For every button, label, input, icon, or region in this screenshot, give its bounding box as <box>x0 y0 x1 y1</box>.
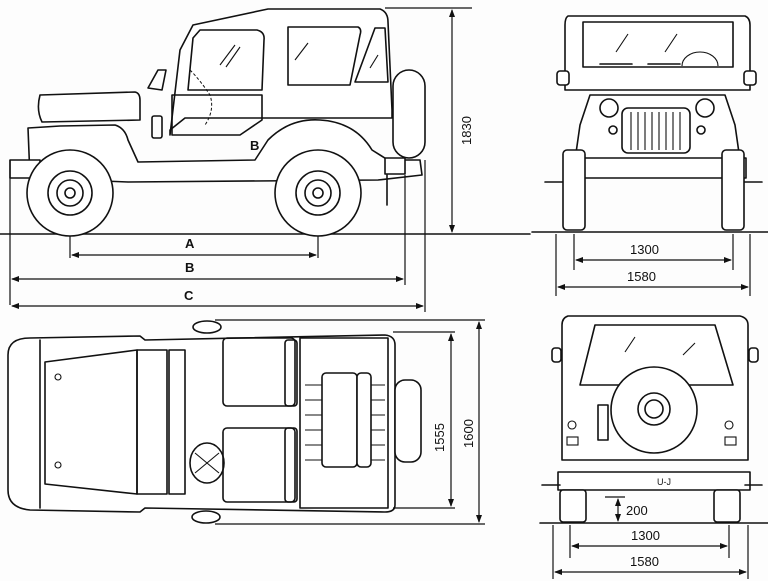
front-mirror-left <box>556 70 570 86</box>
top-spare-tire <box>394 379 422 463</box>
fuel-door <box>151 115 163 139</box>
tail-light-right <box>724 436 737 446</box>
side-door-window <box>187 29 265 91</box>
top-inner-width-label: 1555 <box>432 423 447 452</box>
top-windshield-frame <box>136 349 168 495</box>
top-front-wheel-left <box>192 320 222 334</box>
rear-view: U-J 200 1300 1580 <box>539 315 768 579</box>
side-rear-window <box>287 26 362 86</box>
grille-slots <box>630 112 681 150</box>
front-tire-left <box>562 149 586 231</box>
front-view: 1300 1580 <box>531 15 768 296</box>
front-width-label: 1580 <box>627 269 656 284</box>
front-seat-right <box>222 427 296 503</box>
steering-wheel <box>681 51 719 67</box>
rear-width-label: 1580 <box>630 554 659 569</box>
front-wheel <box>26 149 114 237</box>
cargo-bed <box>299 337 389 509</box>
side-hood <box>37 91 141 123</box>
rear-spare-tire <box>610 366 698 454</box>
rear-tire-right <box>713 489 741 523</box>
windshield <box>582 21 734 68</box>
svg-text:B: B <box>250 138 259 153</box>
height-label: 1830 <box>459 116 474 145</box>
rear-plate: U-J <box>657 477 671 487</box>
rear-reflector-left <box>567 420 577 430</box>
grille <box>621 107 691 154</box>
top-front-wheel-right <box>191 510 221 524</box>
top-steering-wheel <box>189 442 225 484</box>
front-track-label: 1300 <box>630 242 659 257</box>
side-door <box>171 94 263 136</box>
front-bumper-view <box>565 157 747 179</box>
rear-window <box>579 324 734 386</box>
front-tire-right <box>721 149 745 231</box>
side-quarter-window <box>354 27 389 83</box>
rear-bench-seat <box>321 372 358 468</box>
rear-bumper <box>384 157 406 175</box>
side-mirror <box>147 69 167 91</box>
front-mirror-right <box>743 70 757 86</box>
rear-reflector-right <box>724 420 734 430</box>
top-view: 1555 1600 <box>7 319 485 525</box>
rear-mirror-left <box>551 347 562 363</box>
headlight-left <box>599 98 619 118</box>
headlight-right <box>695 98 715 118</box>
glass-hatch <box>219 44 236 66</box>
dimension-a-label: A <box>185 236 195 251</box>
top-body-outline <box>7 334 396 513</box>
jerry-can-holder <box>597 404 609 441</box>
front-seat-left <box>222 337 296 407</box>
side-spare-tire <box>392 69 426 159</box>
side-view: B A B C 1830 <box>0 7 531 312</box>
top-outer-width-label: 1600 <box>461 419 476 448</box>
dimension-b-label: B <box>185 260 194 275</box>
rear-bumper-view <box>557 471 751 491</box>
rear-mirror-right <box>748 347 759 363</box>
tail-light-left <box>566 436 579 446</box>
front-body <box>574 94 741 161</box>
front-roof <box>564 15 751 91</box>
rear-wheel <box>274 149 362 237</box>
ground-clearance-label: 200 <box>626 503 648 518</box>
dimension-c-label: C <box>184 288 194 303</box>
rear-tire-left <box>559 489 587 523</box>
rear-track-label: 1300 <box>631 528 660 543</box>
